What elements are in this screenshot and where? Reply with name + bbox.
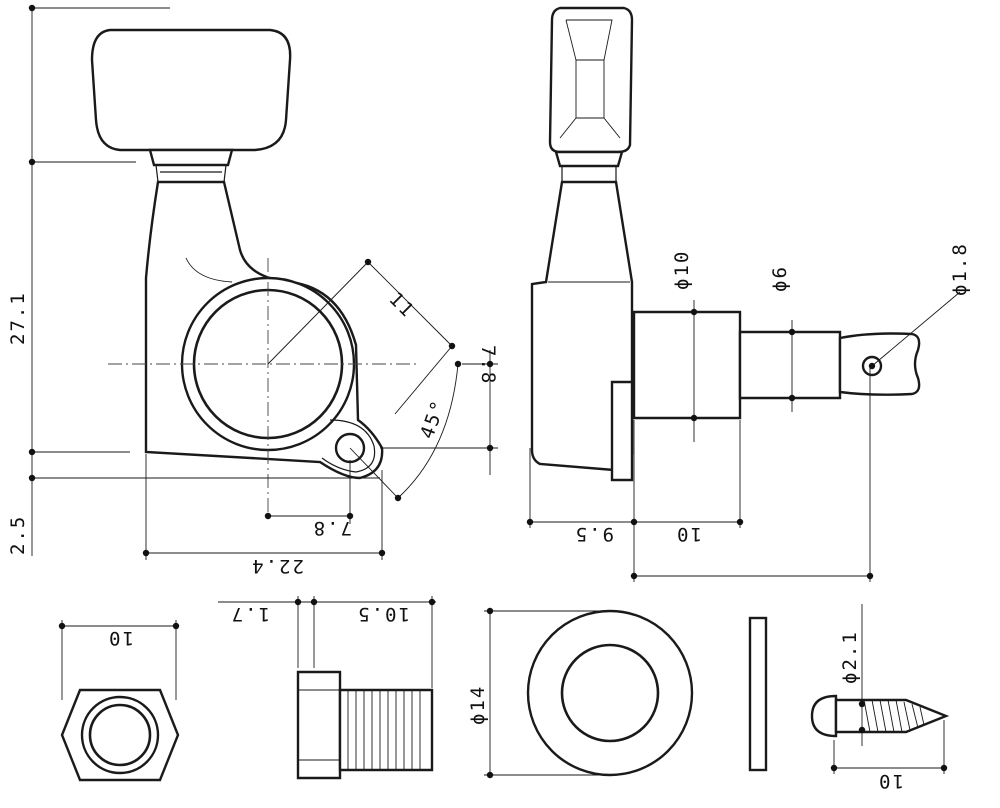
washer (484, 607, 694, 779)
dim-10-side: 10 (675, 523, 702, 545)
dim-9-5: 9.5 (574, 523, 614, 545)
dim-phi-1-8: ϕ1.8 (949, 242, 971, 296)
dim-27-1: 27.1 (7, 291, 29, 345)
side-button (548, 6, 634, 154)
side-view (530, 6, 921, 482)
front-dimensions (28, 4, 498, 560)
screw (810, 604, 950, 774)
side-shaft-large (632, 310, 742, 420)
dim-7-8-right: 7.8 (477, 345, 499, 385)
dim-phi-2-1: ϕ2.1 (839, 630, 861, 684)
bushing (218, 596, 436, 780)
dim-7-8-bottom: 7.8 (312, 517, 352, 539)
dim-2-5: 2.5 (7, 515, 29, 555)
front-view (90, 28, 420, 520)
dim-22-4: 22.4 (250, 555, 304, 577)
hex-nut (58, 620, 180, 782)
side-dimensions (526, 291, 961, 582)
dim-45-deg: 45° (416, 396, 450, 441)
dim-phi-6: ϕ6 (769, 265, 791, 292)
dim-nut-10: 10 (107, 627, 134, 649)
front-button (90, 28, 292, 152)
dim-10-5: 10.5 (356, 603, 410, 625)
dim-phi-10: ϕ10 (671, 250, 693, 290)
bushing-thread (338, 688, 434, 772)
dim-1-7: 1.7 (230, 603, 270, 625)
dim-11: 11 (384, 288, 419, 323)
side-shaft-small (738, 330, 842, 400)
dim-phi-14: ϕ14 (467, 685, 489, 725)
dim-screw-10: 10 (877, 770, 904, 792)
washer-side (748, 616, 768, 772)
